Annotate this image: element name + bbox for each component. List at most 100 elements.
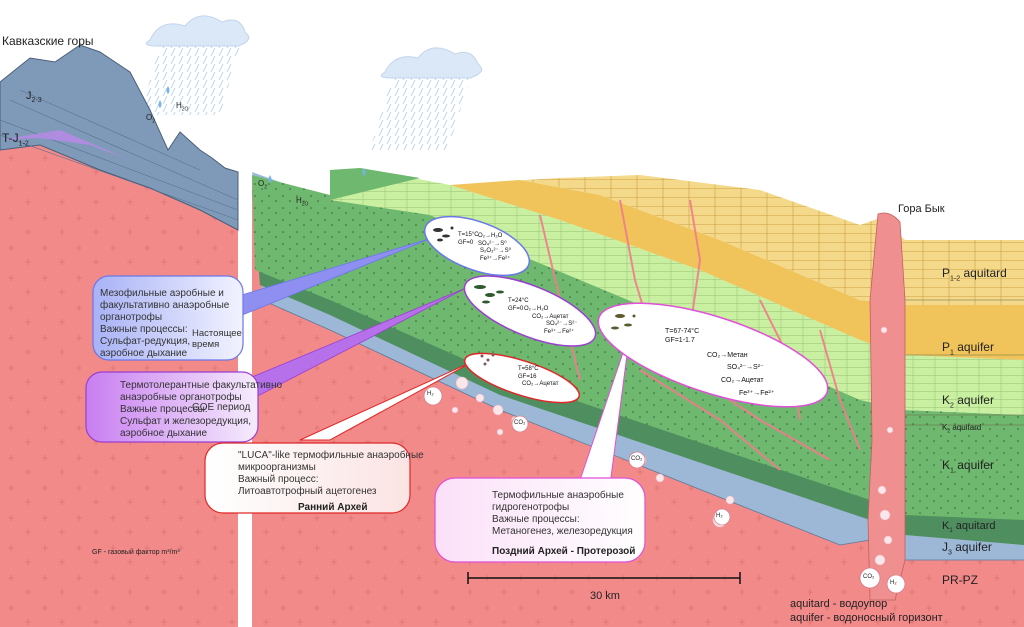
ellipse-goe-line-4: CO₂→Ацетат	[532, 313, 569, 320]
ellipse-present-line-2: GF=0	[458, 239, 474, 246]
callout-present-line-3: органотрофы	[100, 312, 163, 323]
h2o-2-sub: 2O	[301, 201, 309, 208]
callout-early-line-2: микроорганизмы	[238, 462, 316, 473]
p12-sub: 1-2	[950, 275, 961, 283]
tj12-label: T-J1-2	[2, 131, 29, 148]
layer-label-k1: K1 aquifer	[942, 458, 994, 474]
callout-late-line-1: Термофильные анаэробные	[492, 490, 624, 501]
j3-tail: aquifer	[951, 540, 992, 554]
callout-late-line-2: гидрогенотрофы	[492, 502, 570, 513]
k2-letter: K	[942, 393, 951, 407]
co2-text-1: CO₂	[514, 420, 526, 426]
layer-label-prpz: PR-PZ	[942, 573, 978, 587]
ellipse-late-line-3: CO₂→Метан	[707, 351, 748, 359]
rain-cloud-2	[370, 47, 483, 150]
k1aqd-sub: 1	[949, 528, 953, 535]
h2-bubble-3	[886, 574, 906, 594]
h2o-label-1: H2O	[176, 101, 189, 113]
k1-tail: aquifer	[953, 458, 994, 472]
microbe-cluster-late-archean	[611, 314, 636, 330]
caucasus-mountains	[0, 44, 239, 231]
j23-label: J2-3	[26, 90, 42, 105]
callout-early-archean: "LUCA"-like термофильные анаэробные микр…	[238, 450, 424, 514]
layer-label-k2-aquitard: K2 aquitard	[942, 423, 981, 435]
h2-text-2: H₂	[716, 513, 723, 519]
callout-early-line-4: Литоавтотрофный ацетогенез	[238, 486, 377, 497]
k1-letter: K	[942, 458, 951, 472]
k2aqd-tail: aquitard	[950, 423, 982, 432]
co2-bubble-1	[511, 415, 529, 433]
j23-text: J	[26, 90, 32, 102]
callout-present-line-2: факультативно анаэробные	[100, 300, 230, 311]
ellipse-present-line-5: S₂O₃²⁻→S⁰	[480, 248, 512, 254]
k2aqd-letter: K	[942, 423, 948, 432]
callout-early-line-3: Важный процесс:	[238, 474, 319, 485]
callout-goe-era: GOE период	[192, 402, 251, 413]
gf-note: GF - газовый фактор m³/m³	[92, 549, 180, 556]
h2-text-1: H₂	[427, 391, 434, 397]
ellipse-early-archean	[463, 352, 581, 404]
h2o-2-text: H	[296, 196, 302, 205]
callout-present-line-5: Сульфат-редукция,	[100, 336, 191, 347]
caucasus-label: Кавказские горы	[2, 34, 94, 48]
callout-goe-line-4: Сульфат и железоредукция,	[120, 416, 252, 427]
layer-label-p1: P1 aquifer	[942, 340, 994, 356]
ellipse-goe	[463, 275, 597, 347]
ellipse-goe-line-3: O₂→H₂O	[524, 306, 549, 312]
o2-label-1: O2	[146, 113, 155, 125]
microbe-cluster-present	[433, 226, 454, 242]
o2-label-2: O2	[258, 179, 268, 191]
layer-label-p12: P1-2 aquitard	[942, 266, 1007, 282]
ellipse-goe-line-2: GF=0	[508, 305, 524, 312]
k1-sub: 1	[950, 467, 954, 475]
k2aqd-sub: 2	[947, 428, 951, 435]
p1-sub: 1	[950, 349, 954, 357]
callout-goe-line-1: Термотолерантные факультативно	[120, 380, 283, 391]
callout-present: Мезофильные аэробные и факультативно ана…	[100, 288, 229, 360]
h2-bubble-1	[423, 386, 443, 406]
ellipse-present-line-3: O₂→H₂O	[478, 233, 503, 239]
ellipse-present-line-1: T=15°C	[458, 232, 479, 238]
layer-label-k2: K2 aquifer	[942, 393, 994, 409]
ellipse-present-line-4: SO₄²⁻→S⁰	[478, 240, 507, 247]
legend-aquitard: aquitard - водоупор	[790, 598, 888, 610]
ellipse-early-line-1: T=58°C	[518, 366, 539, 372]
mount-byk-label: Гора Бык	[898, 203, 945, 215]
callout-present-era: Настоящее время	[192, 328, 242, 351]
j3-letter: J	[942, 540, 948, 554]
ellipse-goe-line-6: Fe³⁺→Fe²⁺	[544, 328, 575, 335]
rain-droplets	[158, 86, 366, 183]
p12-tail: aquitard	[960, 266, 1007, 280]
o2-1-text: O	[146, 113, 153, 122]
layer-label-k1-aquitard: K1 aquitard	[942, 520, 996, 534]
callout-goe-line-5: аэробное дыхание	[120, 428, 208, 439]
callout-goe: Термотолерантные факультативно анаэробны…	[120, 380, 282, 440]
rain-cloud-1	[140, 15, 250, 115]
ellipse-goe-line-5: SO₄²⁻→S²⁻	[546, 321, 578, 327]
p1-tail: aquifer	[953, 340, 994, 354]
tj12-sub: 1-2	[18, 140, 29, 148]
h2o-1-sub: 2O	[181, 106, 189, 113]
callout-early-archean-bg	[204, 442, 411, 514]
k1aqd-letter: K	[942, 520, 950, 532]
mount-byk-intrusion	[867, 212, 906, 601]
ellipse-early-line-2: GF=16	[518, 373, 537, 380]
p1-letter: P	[942, 340, 951, 354]
microbe-cluster-goe	[474, 285, 504, 304]
callout-late-archean: Термофильные анаэробные гидрогенотрофы В…	[492, 490, 635, 558]
pointer-red	[299, 359, 477, 441]
callout-present-bg	[92, 275, 244, 361]
mount-byk-text: Гора Бык	[898, 203, 945, 215]
k2-sub: 2	[950, 402, 954, 410]
legend-aquifer: aquifer - водоносный горизонт	[790, 612, 943, 624]
co2-bubble-2	[628, 451, 646, 469]
o2-2-sub: 2	[264, 184, 268, 191]
callout-present-line-4: Важные процессы:	[100, 324, 188, 335]
ellipse-present	[423, 215, 531, 277]
callout-late-era: Поздний Архей - Протерозой	[492, 546, 636, 557]
h2o-label-2: H2O	[296, 196, 309, 208]
j23-sub: 2-3	[31, 97, 42, 105]
layer-label-j3: J3 aquifer	[942, 540, 992, 556]
ellipse-early-line-3: CO₂→Ацетат	[522, 381, 559, 387]
